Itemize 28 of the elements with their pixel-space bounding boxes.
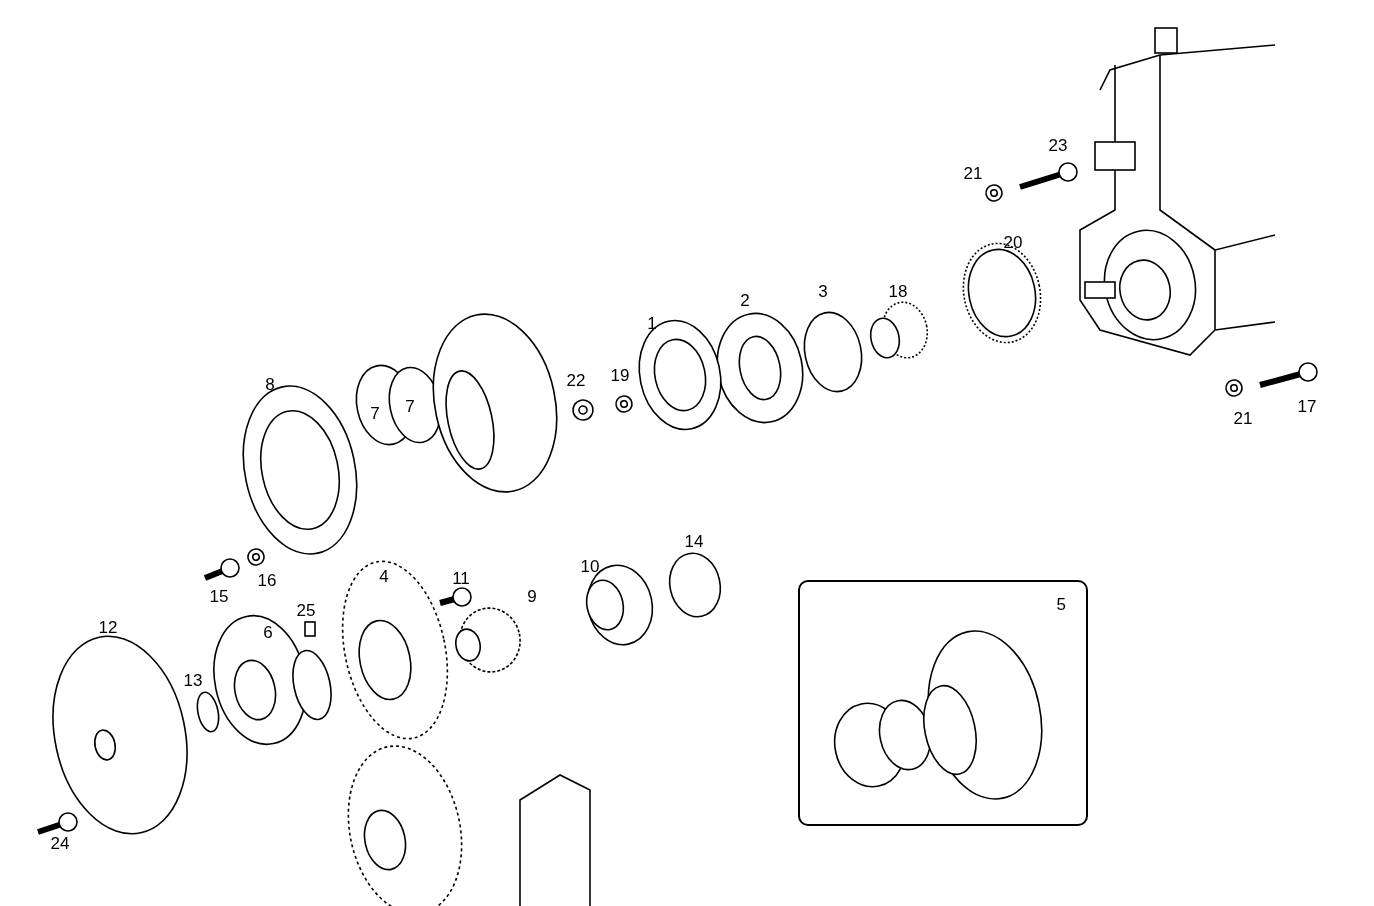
callout-number: 19 [610,366,630,384]
callout-number: 17 [1297,397,1317,415]
callout-number: 12 [98,618,118,636]
callout-number: 15 [209,587,229,605]
callout-number: 16 [257,571,277,589]
callout-number: 7 [405,397,415,415]
callout-number: 24 [50,834,70,852]
inset-frame [798,580,1088,826]
callout-number: 3 [818,282,828,300]
callout-number: 11 [452,569,470,587]
callout-number: 14 [684,532,704,550]
callout-number: 9 [527,587,537,605]
callout-number: 18 [888,282,908,300]
callout-number: 20 [1003,233,1023,251]
callout-number: 10 [580,557,600,575]
callout-number: 13 [183,671,203,689]
callout-number: 8 [265,375,275,393]
callout-number: 1 [647,314,657,332]
callout-number: 22 [566,371,586,389]
callout-number: 23 [1048,136,1068,154]
callout-number: 21 [1233,409,1253,427]
callout-number: 7 [370,404,380,422]
callout-number: 2 [740,291,750,309]
callout-number: 21 [963,164,983,182]
callout-number: 4 [379,567,389,585]
callout-number: 6 [263,623,273,641]
callout-number: 25 [296,601,316,619]
callout-number: 5 [1056,596,1066,613]
